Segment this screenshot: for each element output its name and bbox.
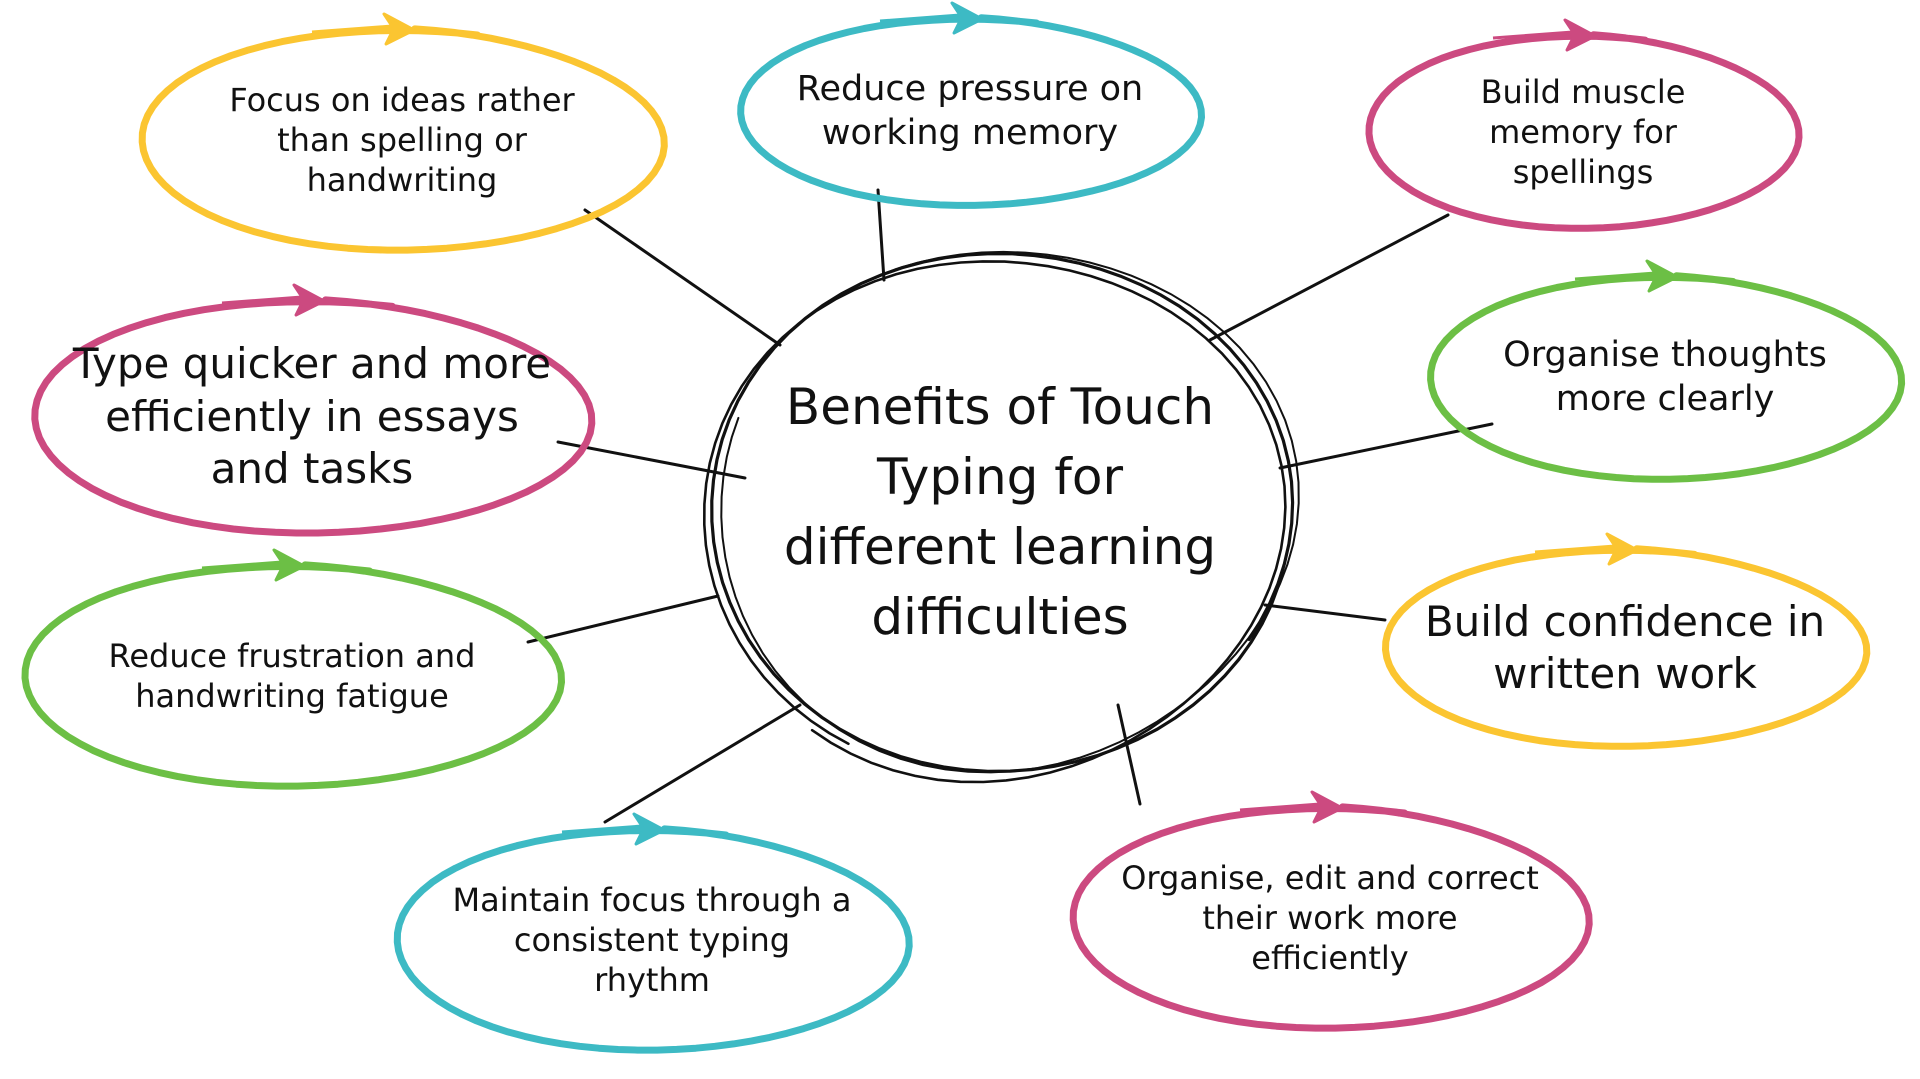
bubble-outline bbox=[737, 14, 1205, 209]
bubble-outline bbox=[1069, 803, 1593, 1032]
bubble-outline bbox=[1427, 272, 1906, 483]
center-title-line: difficulties bbox=[871, 588, 1129, 646]
connectors bbox=[526, 188, 1494, 824]
center-title-line: Typing for bbox=[876, 448, 1124, 506]
bubble-type-quicker bbox=[31, 283, 596, 537]
node-label-line: Maintain focus through a bbox=[452, 881, 852, 919]
center-title-line: Benefits of Touch bbox=[785, 378, 1215, 436]
node-label-line: and tasks bbox=[210, 444, 414, 494]
bubble-arrow-tip bbox=[1534, 532, 1639, 566]
bubble-arrow-tip bbox=[311, 12, 416, 46]
node-label-line: efficiently in essays bbox=[105, 391, 519, 441]
node-label-line: than spelling or bbox=[277, 121, 527, 159]
bubble-outline bbox=[393, 825, 913, 1054]
node-label-line: handwriting bbox=[306, 161, 498, 199]
bubble-build-confidence bbox=[1382, 532, 1871, 750]
node-label-line: more clearly bbox=[1555, 379, 1775, 419]
node-label-line: their work more bbox=[1202, 899, 1458, 937]
connector-organise-thoughts bbox=[1278, 422, 1494, 470]
node-label-line: Build confidence in bbox=[1424, 596, 1826, 646]
bubble-arrow-tip bbox=[1492, 18, 1597, 52]
center-circle-stroke bbox=[720, 250, 1300, 774]
bubble-arrow-tip bbox=[221, 283, 326, 317]
bubbles bbox=[21, 1, 1906, 1054]
connector-organise-edit bbox=[1116, 703, 1142, 806]
bubble-organise-thoughts bbox=[1427, 259, 1906, 483]
bubble-outline bbox=[1365, 31, 1803, 232]
center-title-line: different learning bbox=[783, 518, 1217, 576]
node-label-line: memory for bbox=[1489, 113, 1677, 151]
bubble-arrow-tip bbox=[1239, 790, 1344, 824]
bubble-focus-ideas bbox=[138, 12, 668, 254]
node-label-line: rhythm bbox=[594, 961, 710, 999]
bubble-arrow-tip bbox=[561, 812, 666, 846]
connector-focus-ideas bbox=[583, 208, 782, 347]
bubble-outline bbox=[21, 561, 565, 790]
node-label-line: Organise thoughts bbox=[1503, 335, 1827, 376]
node-label-line: efficiently bbox=[1251, 939, 1409, 977]
node-label-line: Organise, edit and correct bbox=[1121, 859, 1539, 897]
node-label-line: Reduce frustration and bbox=[108, 637, 476, 675]
bubble-outline bbox=[1382, 545, 1871, 750]
connector-build-confidence bbox=[1263, 603, 1387, 622]
bubble-arrow-tip bbox=[1574, 259, 1679, 293]
bubble-outline bbox=[138, 25, 668, 254]
connector-muscle-memory bbox=[1208, 213, 1450, 342]
node-label-line: spellings bbox=[1512, 153, 1654, 191]
bubble-maintain-focus bbox=[393, 812, 913, 1054]
node-label-line: working memory bbox=[821, 113, 1119, 153]
node-label-line: handwriting fatigue bbox=[135, 677, 449, 715]
connector-reduce-frustration bbox=[526, 594, 720, 644]
connector-maintain-focus bbox=[603, 703, 802, 824]
bubble-outline bbox=[31, 296, 596, 537]
bubble-arrow-tip bbox=[201, 548, 306, 582]
bubble-reduce-pressure bbox=[737, 1, 1205, 209]
node-label-line: Focus on ideas rather bbox=[229, 81, 575, 119]
node-label-line: written work bbox=[1493, 649, 1757, 698]
bubble-reduce-frustration bbox=[21, 548, 565, 790]
center-circle-stroke bbox=[702, 260, 1287, 784]
connector-reduce-pressure bbox=[876, 188, 886, 282]
bubble-muscle-memory bbox=[1365, 18, 1803, 232]
node-label-line: consistent typing bbox=[513, 921, 791, 959]
center-circle-stroke bbox=[710, 251, 1295, 773]
node-label-line: Build muscle bbox=[1480, 73, 1686, 111]
bubble-organise-edit bbox=[1069, 790, 1593, 1032]
bubble-arrow-tip bbox=[879, 1, 984, 35]
node-label-line: Type quicker and more bbox=[72, 339, 552, 389]
center-circle bbox=[702, 250, 1300, 784]
node-label-line: Reduce pressure on bbox=[796, 69, 1144, 110]
